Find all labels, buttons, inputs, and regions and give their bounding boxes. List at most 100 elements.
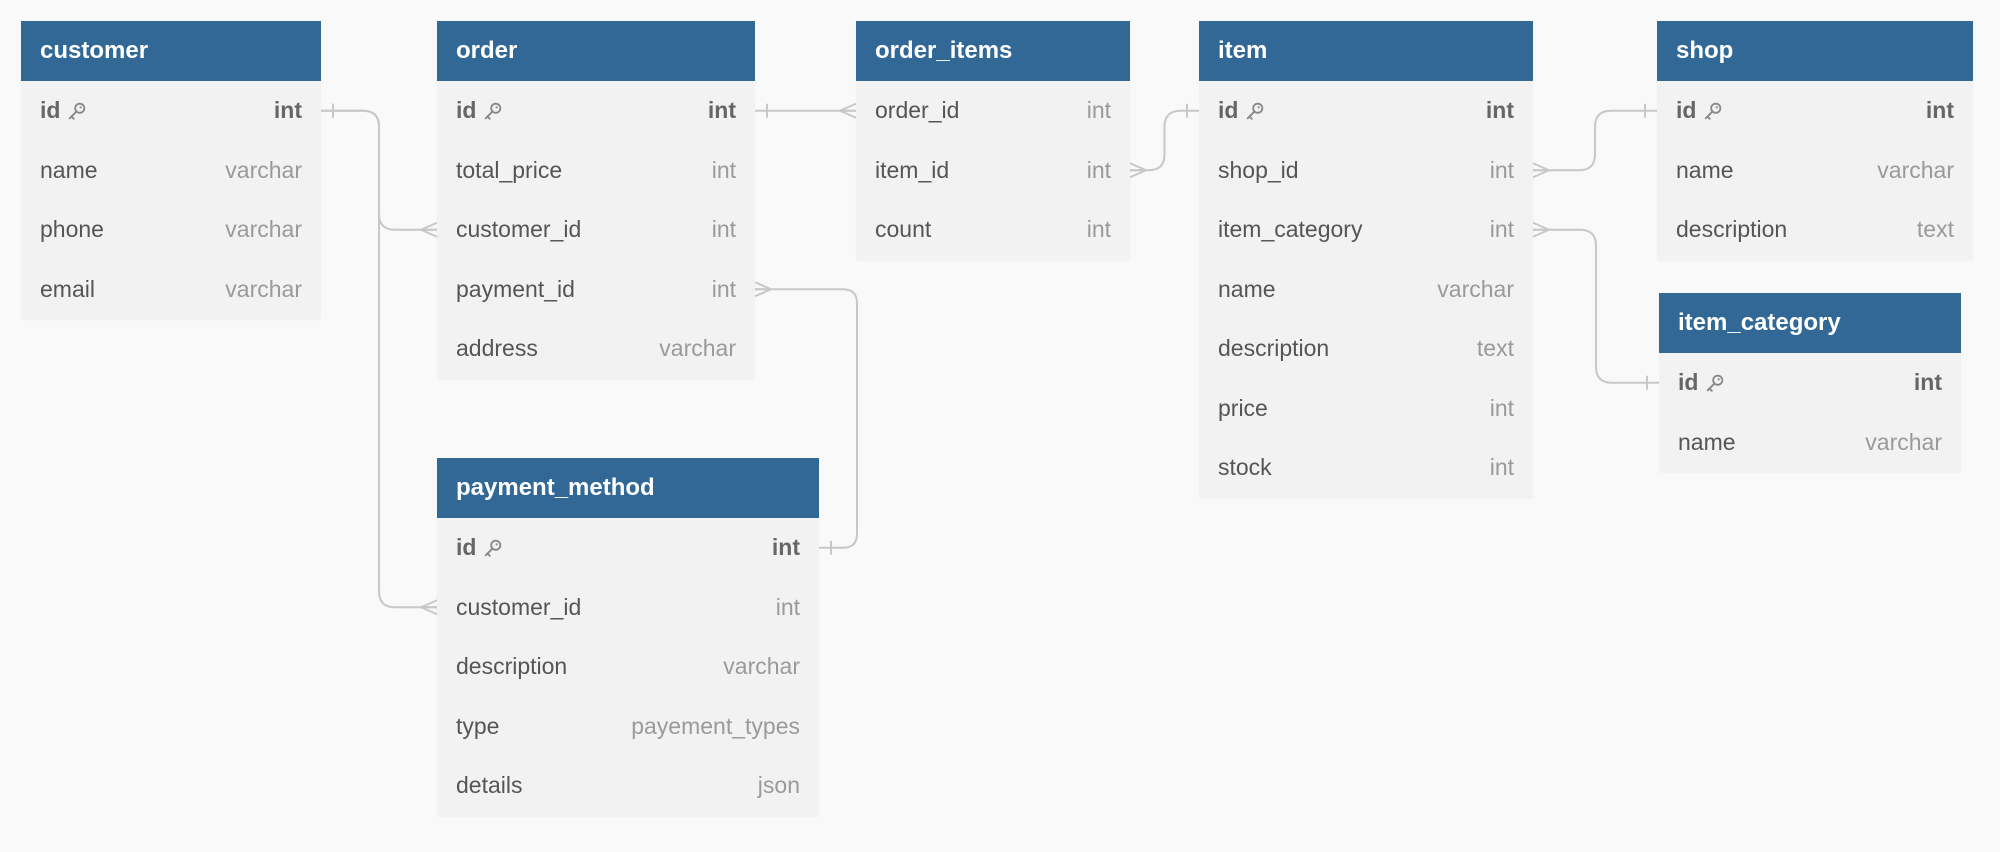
field-row-id[interactable]: id int (21, 81, 321, 141)
field-name-wrap: id (456, 97, 504, 124)
relationship-line (1533, 228, 1659, 384)
table-header[interactable]: order_items (856, 21, 1130, 81)
field-name: count (875, 216, 932, 243)
field-name: name (1678, 428, 1736, 455)
field-type: varchar (659, 335, 736, 362)
field-name-wrap: order_id (875, 97, 959, 124)
many-marker (839, 102, 857, 119)
field-name: name (1676, 156, 1734, 183)
field-name-wrap: payment_id (456, 276, 575, 303)
field-name-wrap: description (456, 653, 567, 680)
field-row-name[interactable]: name varchar (1199, 260, 1533, 320)
field-name: id (456, 534, 477, 561)
field-name: shop_id (1218, 156, 1299, 183)
field-type: varchar (723, 653, 800, 680)
many-marker (1532, 221, 1550, 238)
field-type: int (1489, 454, 1514, 481)
field-row-count[interactable]: count int (856, 200, 1130, 260)
field-name: item_id (875, 156, 950, 183)
table-header[interactable]: payment_method (437, 458, 819, 518)
table-header[interactable]: shop (1657, 21, 1973, 81)
field-row-description[interactable]: description text (1199, 319, 1533, 379)
field-row-address[interactable]: address varchar (437, 319, 755, 379)
table-header[interactable]: customer (21, 21, 321, 81)
field-row-name[interactable]: name varchar (21, 141, 321, 201)
relationship-line (1130, 109, 1199, 172)
field-name: customer_id (456, 216, 582, 243)
field-name-wrap: total_price (456, 157, 562, 184)
table-header[interactable]: item (1199, 21, 1533, 81)
field-name-wrap: price (1218, 395, 1268, 422)
field-type: text (1476, 335, 1514, 362)
field-name-wrap: name (40, 157, 98, 184)
field-row-stock[interactable]: stock int (1199, 438, 1533, 498)
field-name: description (1218, 335, 1330, 362)
field-name: id (1218, 97, 1239, 124)
relationship-line (1533, 109, 1657, 172)
field-name: payment_id (456, 275, 575, 302)
key-icon (1247, 102, 1264, 120)
field-row-description[interactable]: description varchar (437, 637, 819, 697)
table-header[interactable]: item_category (1659, 293, 1961, 353)
field-name: name (40, 156, 98, 183)
field-row-price[interactable]: price int (1199, 379, 1533, 439)
field-row-id[interactable]: id int (1659, 353, 1961, 413)
field-type: int (1489, 394, 1514, 421)
field-name: phone (40, 216, 104, 243)
field-type: int (273, 97, 302, 124)
field-name: total_price (456, 156, 563, 183)
field-type: int (1913, 369, 1942, 396)
field-row-customer-id[interactable]: customer_id int (437, 200, 755, 260)
field-name-wrap: details (456, 772, 522, 799)
many-marker (1532, 162, 1550, 179)
field-name-wrap: address (456, 335, 538, 362)
field-name-wrap: id (40, 97, 88, 124)
field-type: int (1086, 216, 1111, 243)
field-type: int (1489, 216, 1514, 243)
field-type: varchar (225, 156, 302, 183)
field-name-wrap: phone (40, 216, 104, 243)
field-name-wrap: shop_id (1218, 157, 1299, 184)
field-name: id (1678, 369, 1699, 396)
table-header[interactable]: order (437, 21, 755, 81)
field-type: int (711, 216, 736, 243)
field-name: item_category (1218, 216, 1363, 243)
field-type: varchar (1437, 275, 1514, 302)
field-name: stock (1218, 454, 1272, 481)
field-row-item-category[interactable]: item_category int (1199, 200, 1533, 260)
relationship-line (321, 109, 437, 609)
key-icon (485, 539, 502, 557)
field-name-wrap: description (1676, 216, 1787, 243)
field-type: payement_types (631, 712, 800, 739)
field-name-wrap: item_category (1218, 216, 1362, 243)
field-name: email (40, 275, 95, 302)
field-name: name (1218, 275, 1276, 302)
field-name-wrap: name (1678, 429, 1736, 456)
key-icon (1707, 374, 1724, 392)
